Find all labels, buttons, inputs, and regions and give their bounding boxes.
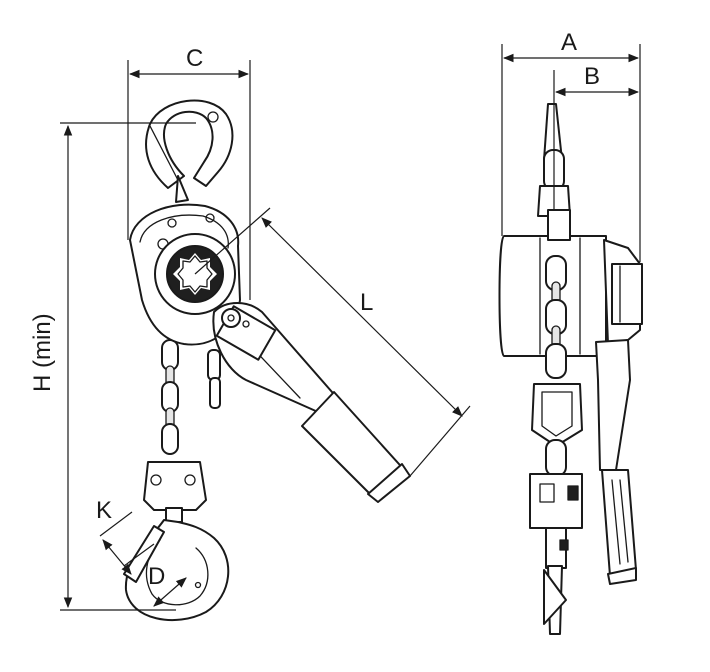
label-c: C — [186, 45, 203, 72]
side-lower-block — [529, 383, 583, 635]
side-lever — [595, 339, 637, 585]
lever-arm — [212, 302, 411, 503]
label-h-min: H (min) — [29, 313, 56, 392]
label-b: B — [584, 63, 600, 90]
dimension-k: K — [96, 497, 155, 575]
label-d: D — [148, 563, 165, 590]
side-chain — [545, 255, 567, 379]
dimension-d: D — [148, 563, 187, 607]
top-hook — [145, 99, 234, 203]
side-view: A B — [498, 29, 643, 635]
dimension-a: A — [501, 29, 641, 262]
dimension-b: B — [553, 63, 640, 210]
label-a: A — [561, 29, 577, 56]
dimension-h: H (min) — [29, 122, 196, 611]
dimension-l: L — [194, 207, 471, 477]
label-k: K — [96, 497, 112, 524]
label-l: L — [360, 289, 373, 316]
chain-end — [207, 349, 221, 409]
side-body — [498, 209, 643, 357]
dimension-c: C — [127, 45, 251, 300]
lower-hook — [123, 461, 230, 622]
front-view: C L H (min) K D — [29, 45, 471, 622]
load-chain — [161, 339, 179, 455]
